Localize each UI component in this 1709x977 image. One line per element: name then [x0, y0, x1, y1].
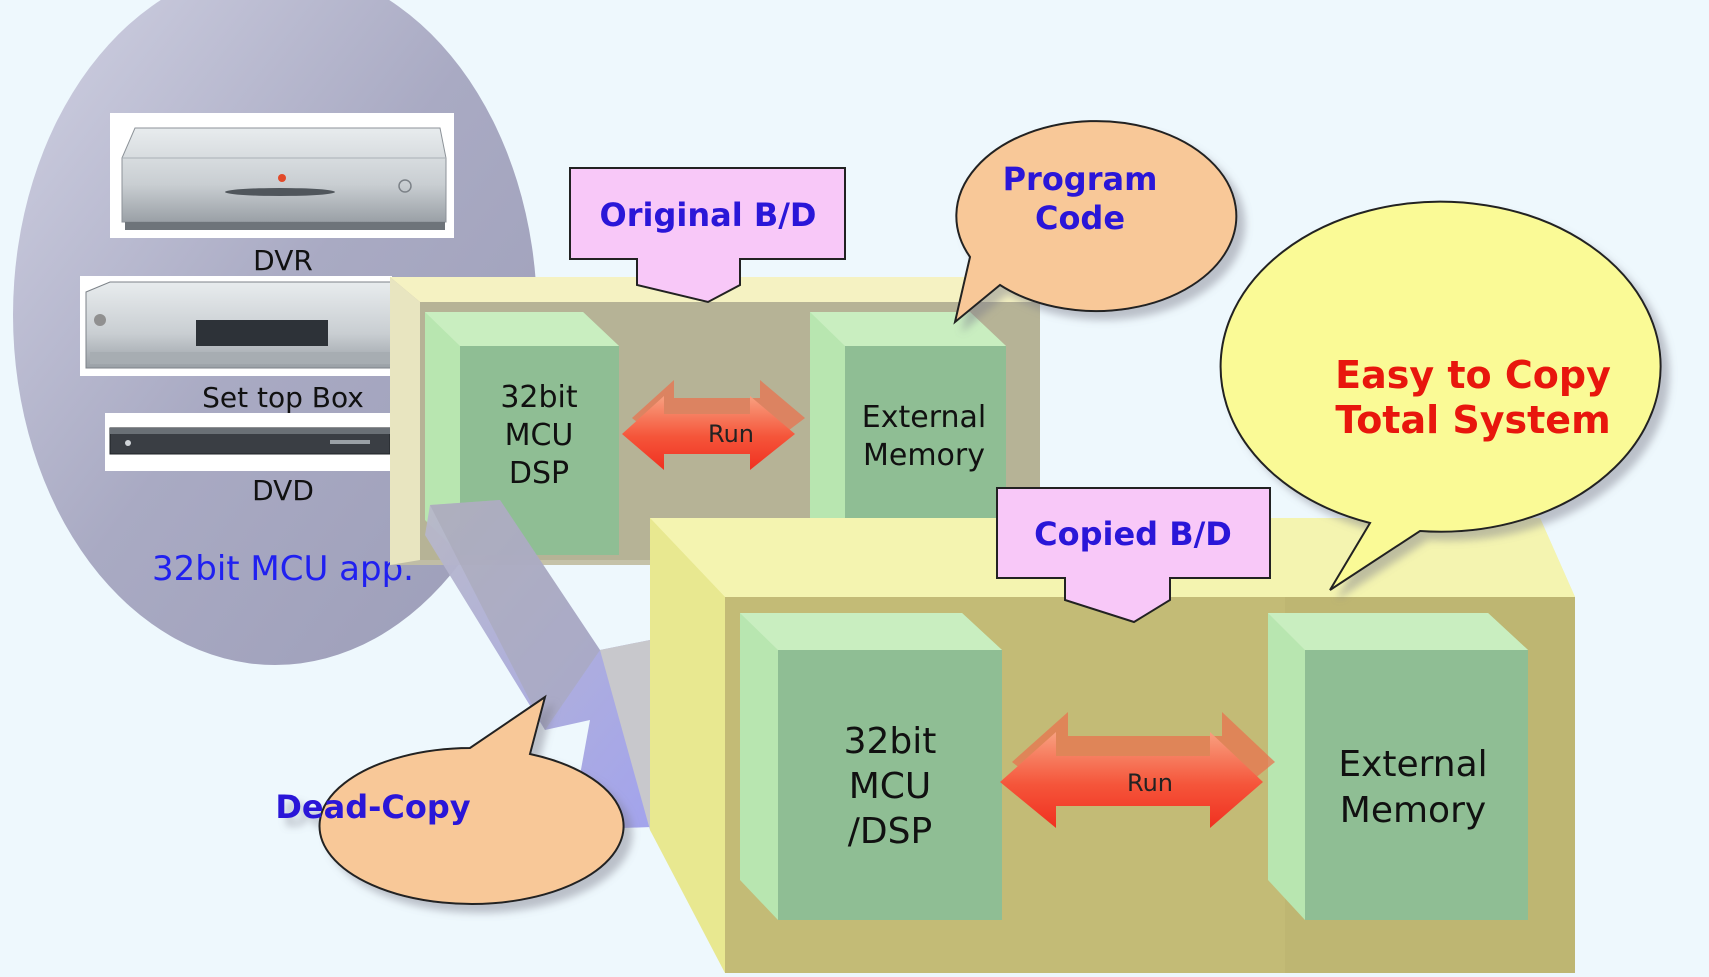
mcu-app-caption: 32bit MCU app. — [152, 549, 414, 589]
easy-copy-bubble: Easy to Copy Total System — [1219, 200, 1662, 591]
original-bd-callout: Original B/D — [569, 167, 846, 304]
original-run-label: Run — [708, 420, 754, 448]
original-memory-line1: External — [862, 400, 986, 435]
dvr-label: DVR — [253, 244, 313, 277]
copied-memory-module: External Memory — [1268, 613, 1528, 920]
original-mcu-line3: DSP — [509, 456, 569, 491]
program-code-line1: Program — [1003, 160, 1158, 198]
dead-copy-bubble: Dead-Copy — [275, 694, 625, 905]
copied-memory-line2: Memory — [1340, 790, 1486, 831]
original-mcu-line1: 32bit — [500, 380, 578, 415]
original-mcu-line2: MCU — [505, 418, 574, 453]
dvd-image — [105, 413, 392, 471]
copied-mcu-line1: 32bit — [844, 721, 937, 762]
dvd-label: DVD — [252, 474, 314, 507]
original-run-arrow: Run — [622, 380, 805, 470]
original-bd-label: Original B/D — [600, 196, 817, 234]
set-top-box-label: Set top Box — [202, 381, 364, 414]
dead-copy-label: Dead-Copy — [275, 788, 470, 826]
program-code-line2: Code — [1035, 199, 1125, 237]
copied-memory-line1: External — [1338, 744, 1487, 785]
copied-mcu-module: 32bit MCU /DSP — [740, 613, 1002, 920]
device-group: DVR Set top Box DVD 32bit MCU app. — [13, 0, 537, 665]
set-top-box-image — [80, 276, 393, 376]
easy-copy-line2: Total System — [1335, 398, 1610, 442]
copied-bd-label: Copied B/D — [1034, 515, 1232, 553]
original-memory-line2: Memory — [863, 438, 985, 473]
program-code-bubble: Program Code — [953, 120, 1238, 325]
copied-run-arrow: Run — [1000, 712, 1275, 828]
copied-mcu-line2: MCU — [849, 766, 932, 807]
copied-bd-callout: Copied B/D — [996, 487, 1271, 624]
copied-run-label: Run — [1127, 769, 1173, 797]
copied-mcu-line3: /DSP — [848, 811, 932, 852]
easy-copy-line1: Easy to Copy — [1335, 353, 1611, 397]
dvr-image — [110, 113, 454, 238]
